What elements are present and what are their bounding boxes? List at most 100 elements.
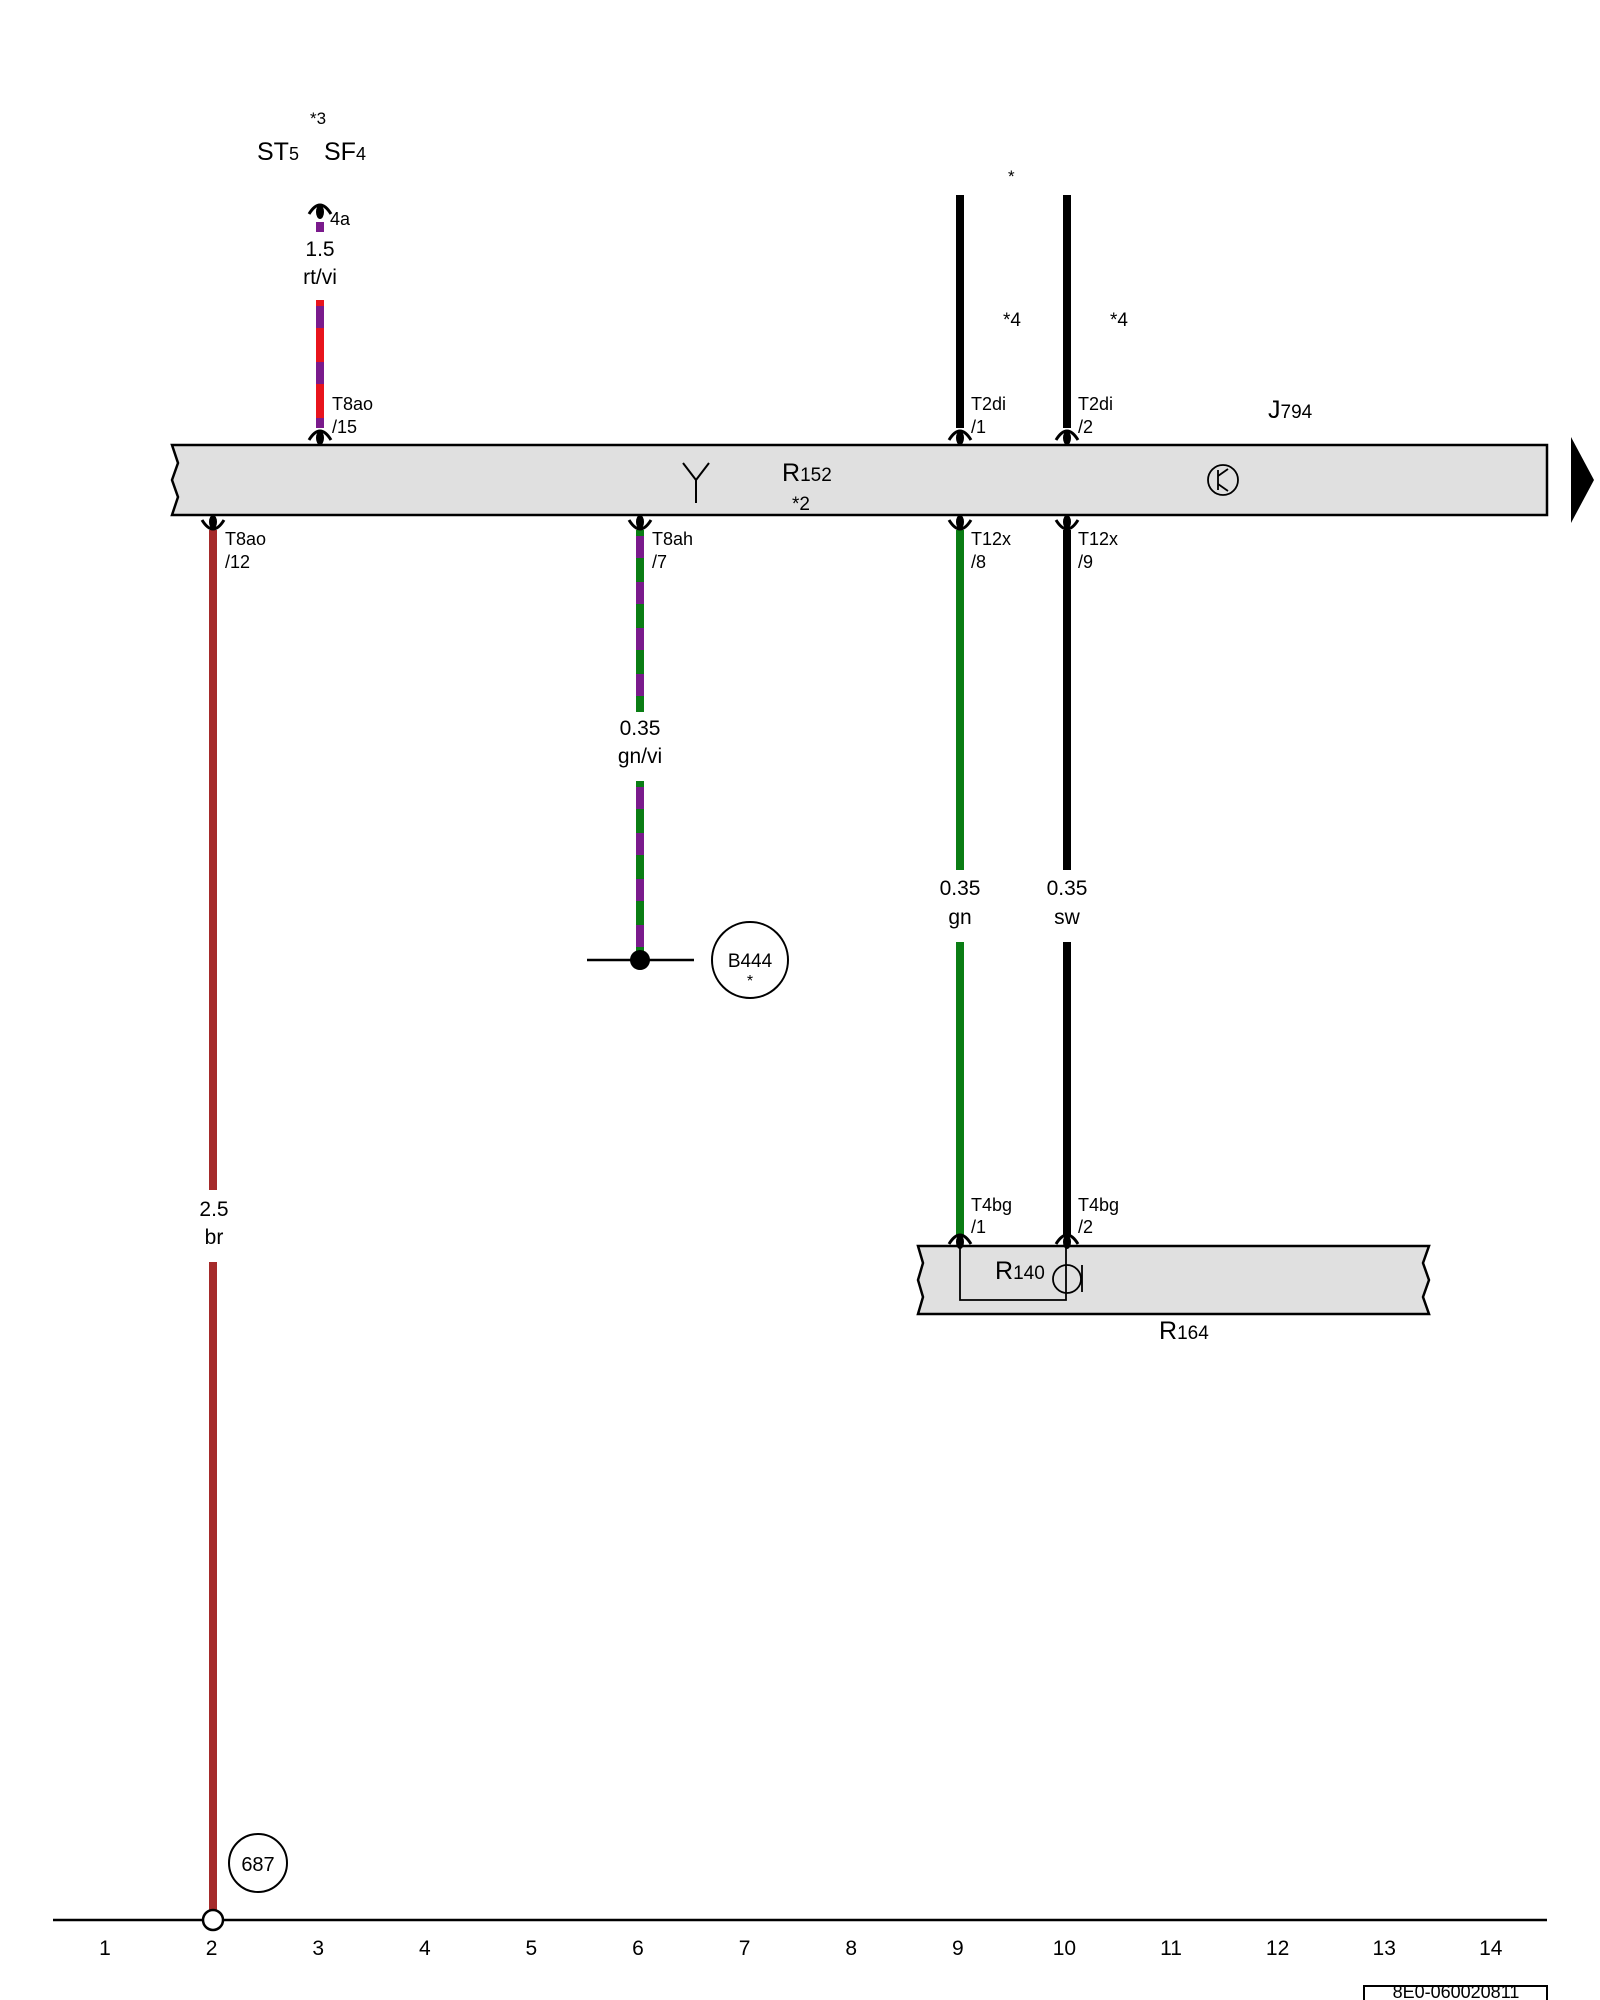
wire-gnvi-1-stripe (636, 925, 644, 947)
b444-note: * (747, 973, 753, 990)
component-bar-j794 (170, 443, 1549, 517)
grid-number: 12 (1266, 1937, 1289, 1960)
connector-t8ah-7-pin: /7 (652, 552, 667, 572)
continuation-arrow (1571, 437, 1594, 523)
microphone-symbol (959, 1240, 1083, 1301)
label-r164: R164 (1159, 1317, 1209, 1345)
pin-t12x-8 (947, 515, 973, 531)
wire-sw-top-10 (1063, 195, 1071, 428)
note-4-left: *4 (1003, 310, 1021, 331)
wire-gnvi-1 (636, 781, 644, 960)
grid-number: 5 (526, 1937, 538, 1960)
wire-gnvi-0-stripe (636, 628, 644, 650)
wire-gnvi-0-stripe (636, 536, 644, 558)
connector-t2di-2: T2di (1078, 394, 1113, 414)
grid-number: 1 (99, 1937, 111, 1960)
wire-gnvi-0-stripe (636, 674, 644, 696)
ground-687-label: 687 (241, 1854, 274, 1876)
grid-number: 10 (1053, 1937, 1076, 1960)
label-sf4: SF4 (324, 138, 366, 166)
wire-color-gn: gn (948, 906, 971, 929)
grid-number: 8 (845, 1937, 857, 1960)
b444-circle (711, 921, 789, 999)
wire-color-br: br (205, 1226, 224, 1249)
wires-layer (209, 195, 1071, 1912)
connector-t8ao-12-pin: /12 (225, 552, 250, 572)
connector-labels: 4a T8ao /15 T2di /1 T2di /2 T8ao /12 T8a… (225, 209, 1119, 1237)
connector-t2di-1: T2di (971, 394, 1006, 414)
connector-t4bg-2: T4bg (1078, 1195, 1119, 1215)
ground-terminal (201, 1908, 225, 1932)
wire-rtvi-top (316, 222, 324, 232)
wire-gauge-br: 2.5 (199, 1198, 228, 1221)
connector-t4bg-2-pin: /2 (1078, 1217, 1093, 1237)
wire-sw-0 (1063, 530, 1071, 870)
grid-number: 11 (1160, 1937, 1182, 1960)
note-star-top: * (1008, 167, 1015, 186)
grid-number: 2 (206, 1937, 218, 1960)
connector-t2di-2-pin: /2 (1078, 417, 1093, 437)
connector-t4bg-1-pin: /1 (971, 1217, 986, 1237)
label-st5: ST5 (257, 138, 299, 166)
wire-gnvi-1-stripe (636, 787, 644, 809)
connector-4a: 4a (330, 209, 351, 229)
pin-4a (307, 203, 333, 219)
transistor-symbol (1207, 464, 1239, 496)
label-r140: R140 (995, 1257, 1045, 1285)
wire-sw-1 (1063, 942, 1071, 1236)
connector-t12x-9: T12x (1078, 529, 1118, 549)
note-r152: *2 (792, 494, 810, 515)
wire-labels: 1.5 rt/vi 2.5 br 0.35 gn/vi 0.35 gn 0.35… (199, 238, 1087, 1249)
wire-gn-1 (956, 942, 964, 1236)
doc-id: 8E0-060020811 (1393, 1982, 1520, 2000)
note-3: *3 (310, 109, 326, 128)
wire-br-1 (209, 1262, 217, 1912)
connector-t8ao-15: T8ao (332, 394, 373, 414)
wire-color-sw: sw (1054, 906, 1081, 929)
grid-number: 3 (312, 1937, 324, 1960)
connector-t12x-9-pin: /9 (1078, 552, 1093, 572)
ground-687-circle (228, 1833, 288, 1893)
connector-t12x-8-pin: /8 (971, 552, 986, 572)
connector-t8ao-15-pin: /15 (332, 417, 357, 437)
b444-junction (630, 950, 650, 970)
note-4-right: *4 (1110, 310, 1128, 331)
grid-number: 9 (952, 1937, 964, 1960)
wire-rtvi-stripe (316, 362, 324, 384)
pin-t4bg-2 (1054, 1233, 1080, 1249)
connectors-layer (200, 203, 1080, 1249)
grid-number: 6 (632, 1937, 644, 1960)
pin-t2di-2 (1054, 429, 1080, 445)
b444-label: B444 (728, 951, 773, 972)
connector-t4bg-1: T4bg (971, 1195, 1012, 1215)
wire-gauge-gnvi: 0.35 (620, 717, 661, 740)
wire-rtvi-stripe (316, 418, 324, 428)
label-j794: J794 (1268, 396, 1313, 424)
pin-t8ao-15 (307, 429, 333, 445)
doc-id-box (1363, 1985, 1548, 2000)
connector-t8ao-12: T8ao (225, 529, 266, 549)
component-bar-r164 (916, 1244, 1431, 1316)
pin-t8ah-7 (627, 515, 653, 531)
label-r152: R152 (782, 459, 832, 487)
wire-br-0 (209, 530, 217, 1190)
wire-gauge-gn: 0.35 (940, 877, 981, 900)
wire-color-gnvi: gn/vi (618, 745, 662, 768)
wire-gn-0 (956, 530, 964, 870)
connector-t2di-1-pin: /1 (971, 417, 986, 437)
pin-t12x-9 (1054, 515, 1080, 531)
wire-sw-top-9 (956, 195, 964, 428)
pin-t8ao-12 (200, 515, 226, 531)
wire-gnvi-0 (636, 530, 644, 712)
connector-t8ah-7: T8ah (652, 529, 693, 549)
wire-gauge-sw: 0.35 (1047, 877, 1088, 900)
grid-number: 7 (739, 1937, 751, 1960)
wire-gnvi-1-stripe (636, 833, 644, 855)
pin-t2di-1 (947, 429, 973, 445)
wire-rtvi-stripe (316, 306, 324, 328)
grid-number: 14 (1479, 1937, 1503, 1960)
connector-t12x-8: T12x (971, 529, 1011, 549)
grid-number: 13 (1373, 1937, 1396, 1960)
pin-t4bg-1 (947, 1233, 973, 1249)
